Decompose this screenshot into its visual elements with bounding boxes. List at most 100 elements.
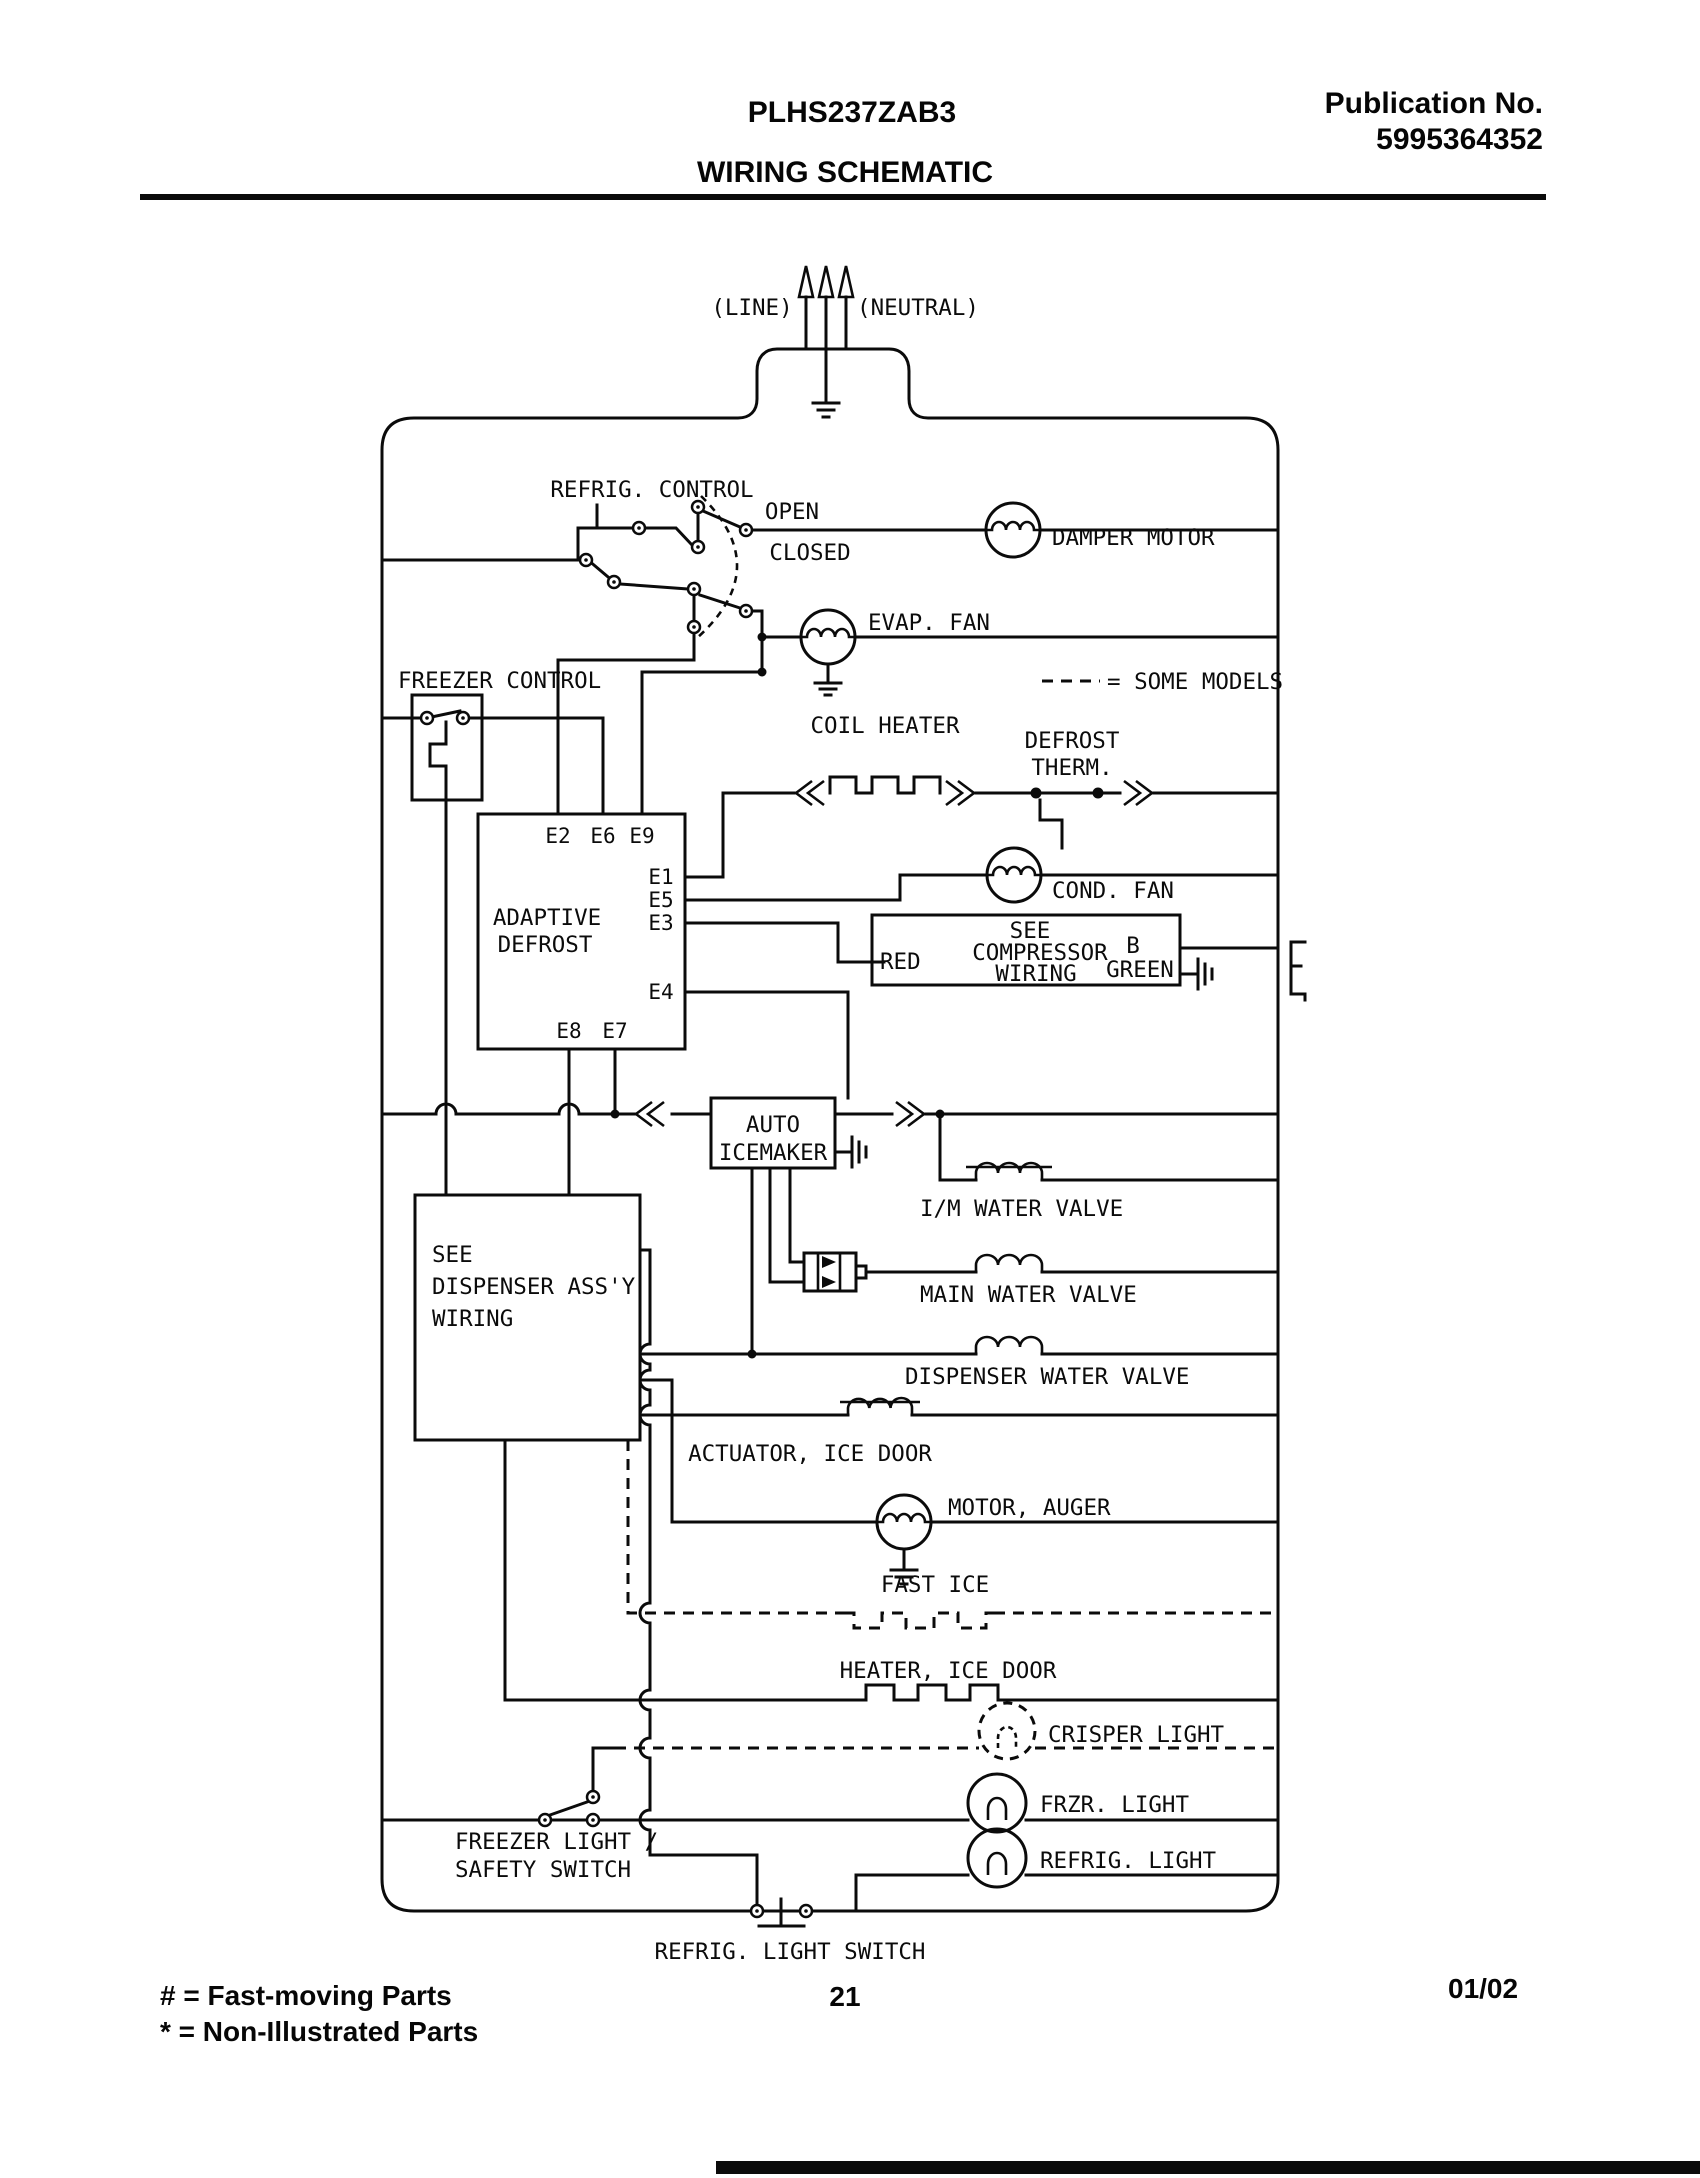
compressor-label-2: COMPRESSOR [972, 940, 1108, 966]
compressor-label-1: SEE [1010, 918, 1051, 944]
im-water-valve-coil-icon [974, 1161, 1044, 1180]
model-number: PLHS237ZAB3 [748, 96, 956, 129]
terminal-e7: E7 [602, 1019, 627, 1043]
heater-ice-door-label: HEATER, ICE DOOR [840, 1658, 1057, 1684]
cond-fan-coil-icon [987, 865, 1041, 877]
terminal-e4: E4 [648, 980, 673, 1004]
check-block-dividers [816, 1253, 842, 1291]
dispenser-water-valve-coil-icon [974, 1335, 1044, 1354]
im-water-valve-label: I/M WATER VALVE [920, 1196, 1123, 1222]
defrost-therm-contact-2 [1092, 787, 1104, 799]
crisper-light-filament-icon [996, 1725, 1018, 1748]
non-illustrated-parts-note: * = Non-Illustrated Parts [160, 2016, 478, 2047]
refrig-control-label: REFRIG. CONTROL [550, 477, 753, 503]
damper-motor-symbol [984, 501, 1042, 559]
terminal-e3: E3 [648, 911, 673, 935]
neutral-arrow-icon [837, 265, 855, 299]
freezer-light-switch-label-1: FREEZER LIGHT / [455, 1829, 658, 1855]
freezer-light-switch-label-2: SAFETY SWITCH [455, 1857, 631, 1883]
auto-icemaker-label-2: ICEMAKER [719, 1140, 828, 1166]
line-label: (LINE) [711, 295, 792, 321]
auger-motor-symbol [875, 1493, 933, 1551]
terminal-labels: E2 E6 E9 E1 E5 E3 E4 E8 E7 [545, 824, 673, 1043]
check-block-body [802, 1251, 858, 1293]
dispenser-box-label-3: WIRING [432, 1306, 513, 1332]
fast-ice-label: FAST ICE [881, 1572, 989, 1598]
auto-icemaker-label-1: AUTO [746, 1112, 800, 1138]
open-label: OPEN [765, 499, 819, 525]
coil-heater-label: COIL HEATER [810, 713, 959, 739]
freezer-control-box [410, 693, 484, 802]
page-header: PLHS237ZAB3 Publication No. 5995364352 W… [140, 87, 1546, 200]
scan-artifact-bar [716, 2161, 1700, 2174]
refrig-light-label: REFRIG. LIGHT [1040, 1848, 1217, 1874]
main-water-valve-label: MAIN WATER VALVE [920, 1282, 1137, 1308]
crisper-light-label: CRISPER LIGHT [1048, 1722, 1225, 1748]
terminal-e5: E5 [648, 888, 673, 912]
damper-motor-label: DAMPER MOTOR [1052, 525, 1215, 551]
page-number: 21 [829, 1981, 860, 2012]
heater-ice-door-resistor [854, 1683, 1010, 1702]
dispenser-box-label-1: SEE [432, 1242, 473, 1268]
refrig-light-symbol [966, 1827, 1028, 1889]
fast-moving-parts-note: # = Fast-moving Parts [160, 1980, 452, 2011]
motor-auger-label: MOTOR, AUGER [948, 1495, 1111, 1521]
lamp-symbols [966, 1701, 1037, 1889]
terminal-e9: E9 [629, 824, 654, 848]
adaptive-defrost-label-1: ADAPTIVE [493, 905, 601, 931]
defrost-therm-label-1: DEFROST [1025, 728, 1120, 754]
refrig-light-filament-icon [986, 1851, 1008, 1875]
adaptive-defrost-label-2: DEFROST [498, 932, 593, 958]
publication-label: Publication No. [1325, 87, 1543, 120]
evap-fan-symbol [799, 608, 857, 666]
publication-number: 5995364352 [1376, 123, 1543, 156]
green-wire-label: GREEN [1106, 957, 1174, 983]
dispenser-assy-box [413, 1193, 642, 1442]
defrost-therm-label-2: THERM. [1031, 755, 1112, 781]
terminal-e6: E6 [590, 824, 615, 848]
freezer-control-label: FREEZER CONTROL [398, 668, 601, 694]
compressor-label-3: WIRING [995, 961, 1076, 987]
evap-fan-label: EVAP. FAN [868, 610, 990, 636]
evap-fan-coil-icon [801, 627, 855, 639]
refrig-control-dashed-arc [696, 495, 739, 639]
closed-label: CLOSED [769, 540, 850, 566]
auto-icemaker-box [709, 1096, 837, 1170]
terminal-e1: E1 [648, 865, 673, 889]
line-arrow-icon [797, 265, 815, 299]
switch-contacts [419, 499, 814, 1919]
terminal-e2: E2 [545, 824, 570, 848]
red-wire-label: RED [880, 949, 921, 975]
motor-symbols [799, 501, 1043, 1551]
frzr-light-label: FRZR. LIGHT [1040, 1792, 1189, 1818]
revision-date: 01/02 [1448, 1973, 1518, 2004]
auger-motor-coil-icon [877, 1512, 931, 1524]
adaptive-defrost-box [476, 812, 687, 1051]
check-block-arrows-icon [822, 1256, 836, 1288]
dispenser-water-valve-label: DISPENSER WATER VALVE [905, 1364, 1189, 1390]
damper-motor-coil-icon [986, 520, 1040, 532]
main-water-valve-coil-icon [974, 1253, 1044, 1272]
water-valve-check-block [802, 1251, 868, 1293]
ground-arrow-icon [817, 265, 835, 299]
connector-chevrons [633, 779, 1155, 1128]
page-title: WIRING SCHEMATIC [697, 156, 993, 189]
crisper-light-symbol [977, 1701, 1037, 1761]
actuator-ice-door-label: ACTUATOR, ICE DOOR [688, 1441, 932, 1467]
cond-fan-label: COND. FAN [1052, 878, 1174, 904]
dispenser-box-label-2: DISPENSER ASS'Y [432, 1274, 636, 1300]
refrig-light-switch-label: REFRIG. LIGHT SWITCH [655, 1939, 926, 1965]
header-rule [140, 194, 1546, 200]
page-footer: # = Fast-moving Parts * = Non-Illustrate… [160, 1973, 1700, 2174]
some-models-dashed-wires [615, 679, 1278, 1750]
check-block-nub [854, 1264, 868, 1280]
power-supply-arrows [797, 265, 855, 299]
coil-heater-resistor [828, 775, 942, 795]
defrost-therm-contact-1 [1030, 787, 1042, 799]
some-models-label: = SOME MODELS [1107, 669, 1283, 695]
terminal-e8: E8 [556, 1019, 581, 1043]
frzr-light-symbol [966, 1772, 1028, 1834]
neutral-label: (NEUTRAL) [857, 295, 979, 321]
